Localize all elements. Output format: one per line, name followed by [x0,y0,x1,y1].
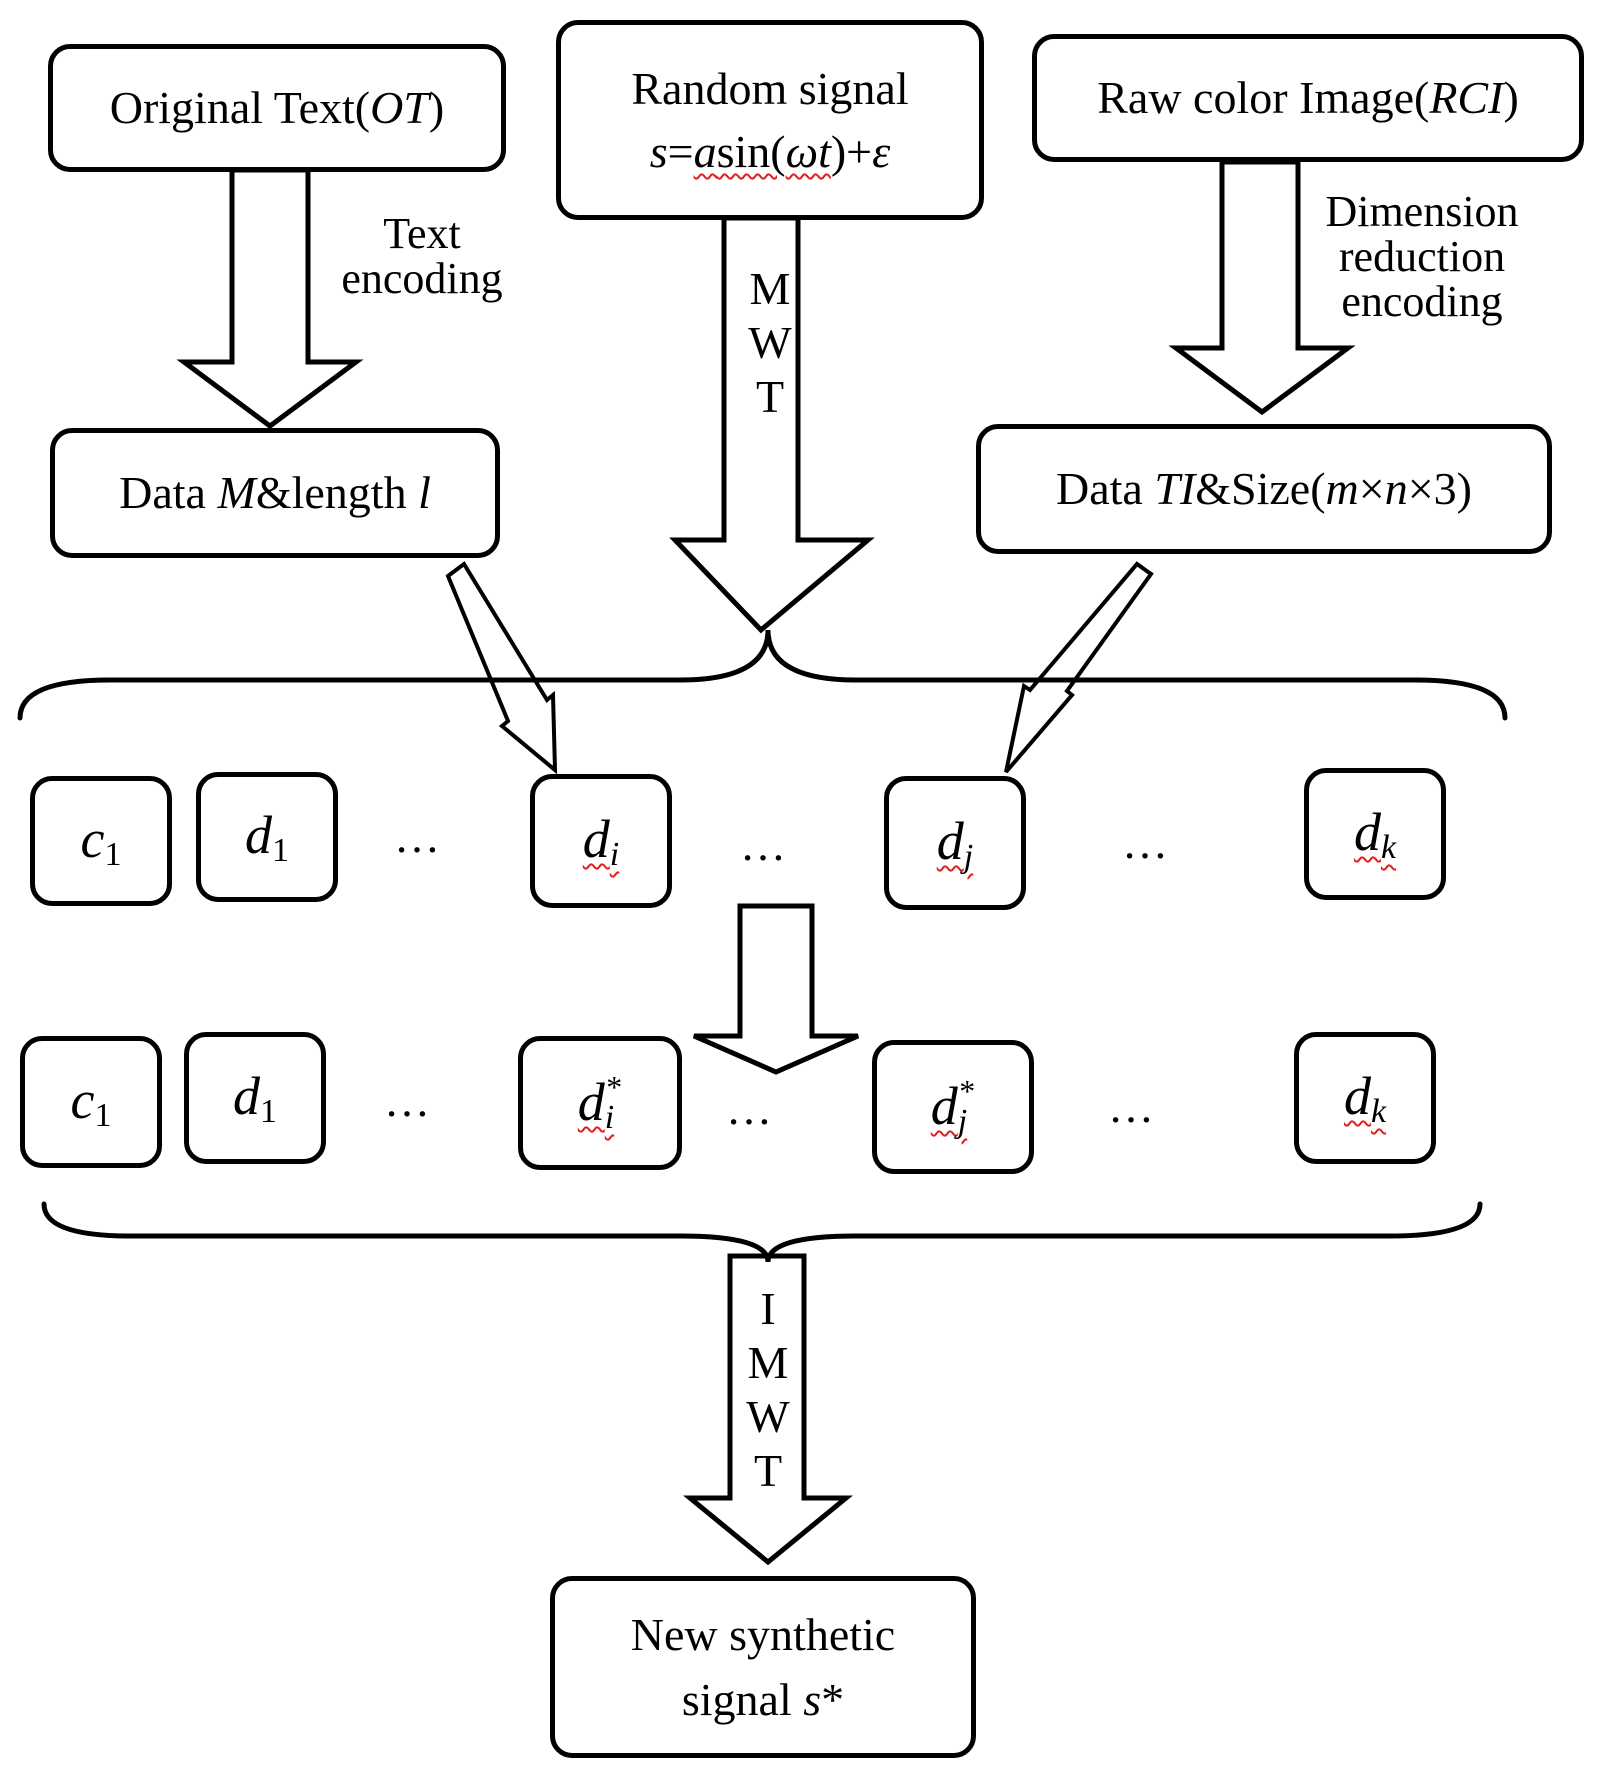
data-ti-box: Data TI&Size(m×n×3) [976,424,1552,554]
raw-color-image-label: Raw color Image(RCI) [1097,72,1519,124]
dimension-reduction-arrow [1168,159,1356,416]
random-signal-box: Random signal s=asin(ωt)+ε [556,20,984,220]
decompose-arrow [692,903,860,1075]
coef-dk-row1: dk [1304,768,1446,900]
coef-d1-row1: d1 [196,772,338,902]
imwt-arrow [683,1253,853,1566]
mwt-label: M W T [748,263,792,422]
brace-bottom [41,1201,1483,1263]
new-synthetic-signal-box: New synthetic signal s* [550,1576,976,1758]
ellipsis-row1-a: … [394,811,444,862]
ellipsis-row1-c: … [1122,817,1172,868]
dimension-reduction-label: Dimension reduction encoding [1325,187,1519,326]
data-m-box: Data M&length l [50,428,500,558]
ellipsis-row2-c: … [1108,1081,1158,1132]
coef-dk-row2: dk [1294,1032,1436,1164]
signal-formula: s=asin(ωt)+ε [649,126,891,177]
text-encoding-arrow [176,167,364,430]
data-m-label: Data M&length l [119,467,431,519]
embed-image-arrow [1004,561,1154,774]
output-title: New synthetic [630,1608,896,1660]
embed-text-arrow [445,561,558,775]
text-encoding-label: Text encoding [341,209,503,303]
coef-c1-row1: c1 [30,776,172,906]
ellipsis-row2-b: … [726,1083,776,1134]
coef-dj-row1: dj [884,776,1026,910]
raw-color-image-box: Raw color Image(RCI) [1032,34,1584,162]
brace-top [17,629,1508,721]
coef-d1-row2: d1 [184,1032,326,1164]
coef-di-row1: di [530,774,672,908]
ellipsis-row1-b: … [740,819,790,870]
coef-di-star-row2: di* [518,1036,682,1170]
coef-c1-row2: c1 [20,1036,162,1168]
mwt-arrow [669,215,875,634]
ellipsis-row2-a: … [384,1075,434,1126]
output-signal: signal s* [681,1674,845,1725]
random-signal-title: Random signal [631,62,909,114]
data-ti-label: Data TI&Size(m×n×3) [1056,463,1472,515]
imwt-label: I M W T [746,1283,790,1496]
coef-dj-star-row2: dj* [872,1040,1034,1174]
original-text-box: Original Text(OT) [48,44,506,172]
original-text-label: Original Text(OT) [109,82,445,134]
